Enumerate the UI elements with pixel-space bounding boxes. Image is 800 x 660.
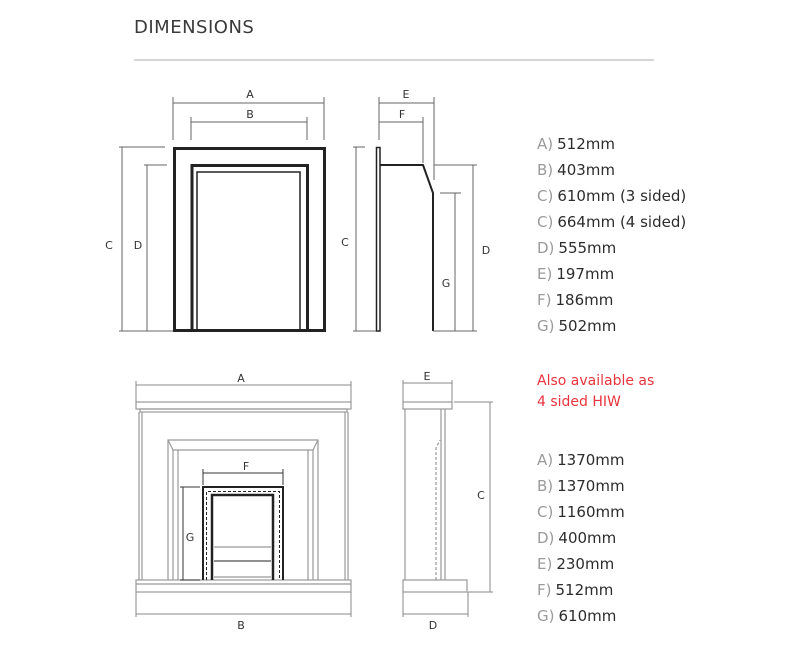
suite-label-b: B <box>237 619 245 632</box>
dimension-row: B)403mm <box>537 157 686 183</box>
suite-dimensions-list: A)1370mm B)1370mm C)1160mm D)400mm E)230… <box>537 447 625 629</box>
suite-side-label-e: E <box>424 370 431 383</box>
dimension-value: 512mm <box>555 581 614 599</box>
dim-label-d: D <box>134 239 142 252</box>
dimension-row: D)555mm <box>537 235 686 261</box>
dim-label-a: A <box>246 88 254 101</box>
heading-divider <box>134 59 654 61</box>
dimension-key: C) <box>537 503 554 521</box>
side-label-d: D <box>482 244 490 257</box>
dimension-row: D)400mm <box>537 525 625 551</box>
dimension-key: C) <box>537 213 554 231</box>
dimension-value: 400mm <box>558 529 617 547</box>
dimension-value: 186mm <box>555 291 614 309</box>
dimension-value: 502mm <box>558 317 617 335</box>
dimension-value: 1370mm <box>557 477 625 495</box>
dimension-key: B) <box>537 161 554 179</box>
dimension-value: 610mm <box>558 607 617 625</box>
insert-side-view <box>353 97 477 332</box>
dimension-key: D) <box>537 529 555 547</box>
dimension-value: 197mm <box>556 265 615 283</box>
dimension-key: E) <box>537 265 553 283</box>
dimension-key: A) <box>537 451 554 469</box>
dim-label-c: C <box>105 239 113 252</box>
dimension-row: F)512mm <box>537 577 625 603</box>
dimension-value: 1160mm <box>557 503 625 521</box>
dimension-row: G)610mm <box>537 603 625 629</box>
suite-side-label-d: D <box>429 619 437 632</box>
dimension-value: 230mm <box>556 555 615 573</box>
dimension-key: A) <box>537 135 554 153</box>
side-label-f: F <box>399 108 405 121</box>
dimension-value: 664mm (4 sided) <box>557 213 687 231</box>
side-label-c: C <box>341 236 349 249</box>
insert-dimensions-list: A)512mm B)403mm C)610mm (3 sided) C)664m… <box>537 131 686 339</box>
dimension-row: B)1370mm <box>537 473 625 499</box>
suite-label-f: F <box>243 460 249 473</box>
dimension-row: G)502mm <box>537 313 686 339</box>
suite-label-a: A <box>237 372 245 385</box>
insert-front-view <box>119 97 326 332</box>
dimension-row: C)1160mm <box>537 499 625 525</box>
dimension-key: F) <box>537 291 552 309</box>
dimension-row: C)664mm (4 sided) <box>537 209 686 235</box>
dimension-row: F)186mm <box>537 287 686 313</box>
dimension-key: B) <box>537 477 554 495</box>
dimension-key: C) <box>537 187 554 205</box>
suite-side-dimension-lines <box>402 380 493 617</box>
dimension-value: 1370mm <box>557 451 625 469</box>
suite-fire-insert <box>202 486 284 580</box>
suite-side-view <box>402 401 468 593</box>
dimension-row: A)1370mm <box>537 447 625 473</box>
dimension-row: E)230mm <box>537 551 625 577</box>
note-line-1: Also available as <box>537 373 655 389</box>
suite-side-label-c: C <box>477 489 485 502</box>
dimension-key: G) <box>537 607 555 625</box>
suite-label-g: G <box>186 531 195 544</box>
dimension-value: 512mm <box>557 135 615 153</box>
dimension-row: A)512mm <box>537 131 686 157</box>
availability-note: Also available as 4 sided HIW <box>537 371 677 413</box>
suite-front-dimension-lines <box>135 381 352 617</box>
dimension-key: D) <box>537 239 555 257</box>
suite-front-view <box>135 401 352 593</box>
dimension-value: 403mm <box>557 161 616 179</box>
note-line-2: 4 sided HIW <box>537 394 621 410</box>
dim-label-b: B <box>246 108 254 121</box>
side-label-e: E <box>403 88 410 101</box>
dimension-key: F) <box>537 581 552 599</box>
dimension-row: E)197mm <box>537 261 686 287</box>
dimension-key: E) <box>537 555 553 573</box>
dimension-value: 555mm <box>558 239 617 257</box>
side-label-g: G <box>442 277 451 290</box>
dimension-key: G) <box>537 317 555 335</box>
page-title: DIMENSIONS <box>134 17 255 38</box>
dimension-value: 610mm (3 sided) <box>557 187 687 205</box>
dimension-row: C)610mm (3 sided) <box>537 183 686 209</box>
